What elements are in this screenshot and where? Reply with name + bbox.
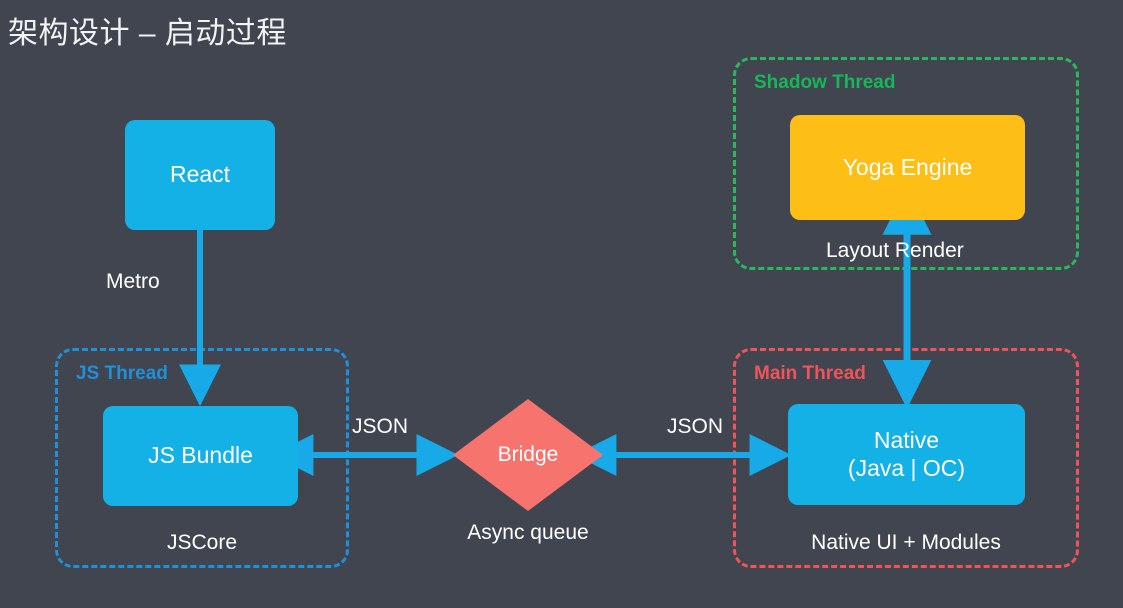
node-native-label-line2: (Java | OC)	[847, 454, 966, 481]
group-label-js-thread: JS Thread	[76, 363, 168, 384]
node-native-label-line1: Native	[873, 427, 940, 454]
node-js-bundle-label: JS Bundle	[148, 442, 253, 469]
group-label-shadow-thread: Shadow Thread	[754, 72, 896, 93]
node-yoga-engine-label: Yoga Engine	[842, 153, 973, 180]
node-yoga-engine[interactable]: Yoga Engine	[790, 115, 1025, 220]
node-bridge[interactable]: Bridge	[453, 399, 603, 511]
page-title: 架构设计 – 启动过程	[8, 17, 287, 50]
edge-label-layout-render: Layout Render	[826, 239, 964, 262]
edge-label-json-right: JSON	[667, 415, 724, 438]
node-bridge-label: Bridge	[497, 443, 559, 466]
group-label-main-thread: Main Thread	[754, 363, 866, 384]
node-react[interactable]: React	[125, 120, 275, 230]
node-js-bundle[interactable]: JS Bundle	[103, 406, 298, 506]
node-native[interactable]: Native (Java | OC)	[788, 404, 1025, 505]
group-caption-jscore: JSCore	[166, 531, 238, 554]
edge-label-json-left: JSON	[352, 415, 409, 438]
group-caption-native-ui-modules: Native UI + Modules	[811, 531, 1001, 554]
edge-label-metro: Metro	[106, 270, 160, 293]
bridge-caption-async-queue: Async queue	[467, 521, 589, 544]
node-react-label: React	[169, 161, 231, 188]
